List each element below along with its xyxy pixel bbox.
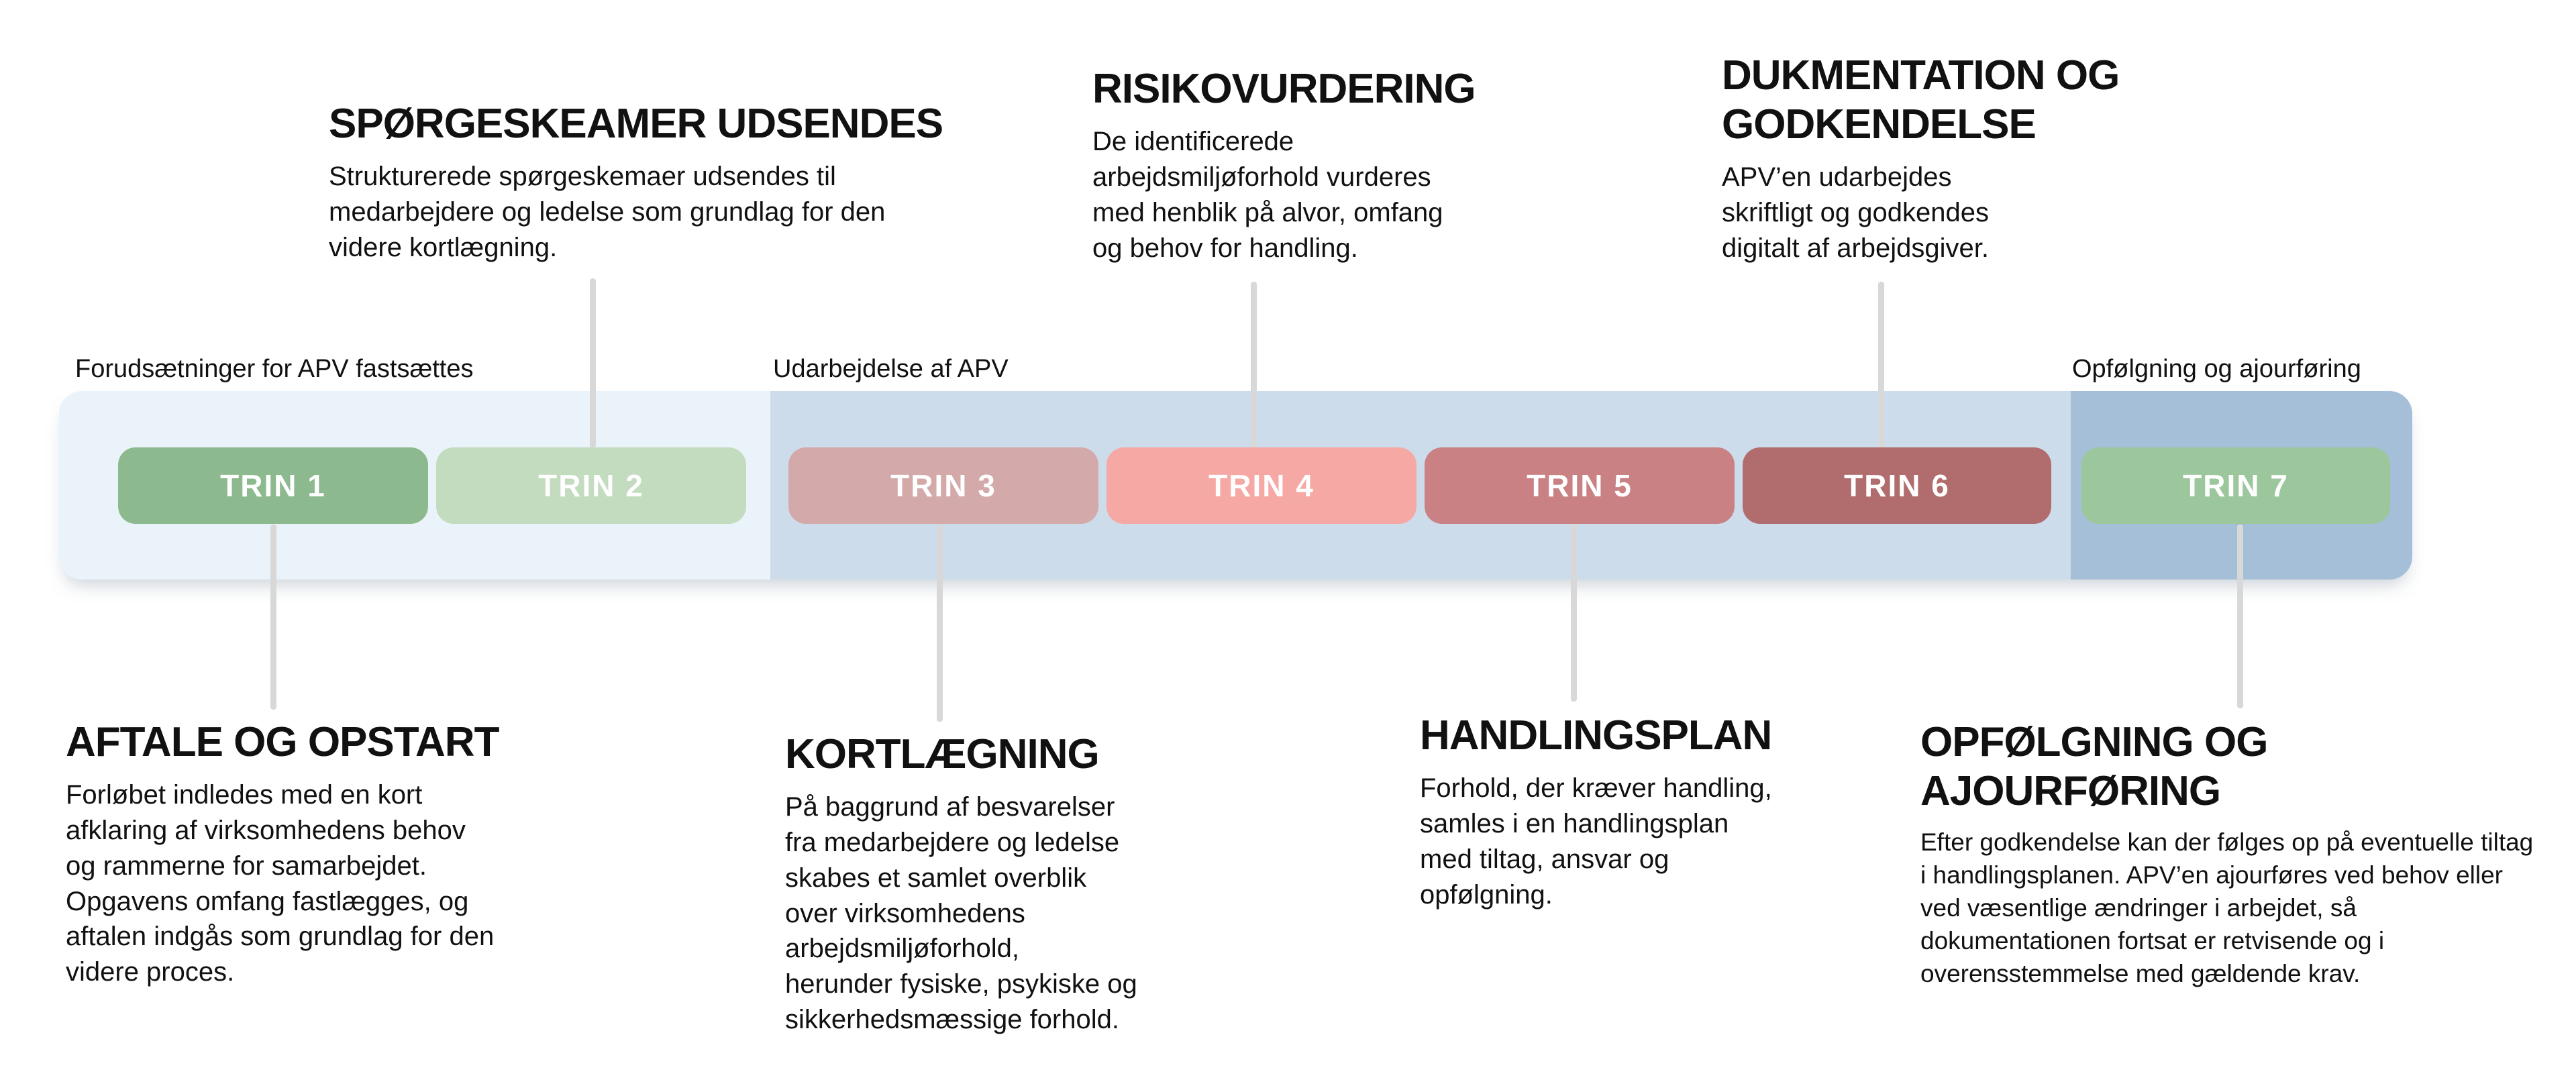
connector-trin-3-down: [937, 525, 943, 722]
note-spoergeskemaer-body: Strukturerede spørgeskemaer udsendes til…: [329, 162, 886, 262]
step-label-trin-3: TRIN 3: [890, 468, 996, 503]
note-dokumentation: DUKMENTATION OG GODKENDELSE APV’en udarb…: [1722, 51, 2120, 266]
step-pill-trin-1: TRIN 1: [118, 447, 428, 524]
connector-trin-1-down: [270, 525, 276, 710]
note-risikovurdering-body: De identificerede arbejdsmiljøforhold vu…: [1092, 127, 1443, 263]
note-kortlaegning: KORTLÆGNING På baggrund af besvarelser f…: [785, 730, 1137, 1038]
step-pill-trin-6: TRIN 6: [1743, 447, 2051, 524]
connector-trin-4-up: [1251, 282, 1257, 448]
note-aftale-og-opstart-body: Forløbet indledes med en kort afklaring …: [66, 780, 495, 987]
note-opfoelgning-og-ajourfoering-body: Efter godkendelse kan der følges op på e…: [1920, 828, 2534, 987]
note-dokumentation-title: DUKMENTATION OG GODKENDELSE: [1722, 52, 2120, 148]
connector-trin-5-down: [1571, 525, 1577, 702]
note-opfoelgning-og-ajourfoering-title: OPFØLGNING OG AJOURFØRING: [1920, 719, 2268, 815]
connector-trin-2-up: [590, 278, 596, 448]
note-aftale-og-opstart-title: AFTALE OG OPSTART: [66, 719, 499, 765]
phase-label-udarbejdelse: Udarbejdelse af APV: [773, 355, 1009, 383]
step-label-trin-4: TRIN 4: [1208, 468, 1315, 503]
step-label-trin-2: TRIN 2: [538, 468, 644, 503]
step-label-trin-1: TRIN 1: [220, 468, 326, 503]
note-kortlaegning-body: På baggrund af besvarelser fra medarbejd…: [785, 792, 1137, 1034]
step-label-trin-7: TRIN 7: [2183, 468, 2289, 503]
note-kortlaegning-title: KORTLÆGNING: [785, 731, 1100, 777]
note-opfoelgning-og-ajourfoering: OPFØLGNING OG AJOURFØRING Efter godkende…: [1920, 718, 2576, 990]
note-risikovurdering-title: RISIKOVURDERING: [1092, 66, 1476, 112]
step-pill-trin-5: TRIN 5: [1425, 447, 1735, 524]
phase-label-forudsaetninger: Forudsætninger for APV fastsættes: [75, 355, 474, 383]
note-spoergeskemaer-title: SPØRGESKEAMER UDSENDES: [329, 101, 943, 147]
note-handlingsplan-title: HANDLINGSPLAN: [1420, 712, 1772, 759]
note-dokumentation-body: APV’en udarbejdes skriftligt og godkende…: [1722, 162, 1990, 263]
note-aftale-og-opstart: AFTALE OG OPSTART Forløbet indledes med …: [66, 718, 499, 990]
step-pill-trin-4: TRIN 4: [1106, 447, 1416, 524]
step-pill-trin-7: TRIN 7: [2081, 447, 2390, 524]
phase-label-opfoelgning: Opfølgning og ajourføring: [2072, 355, 2361, 383]
step-label-trin-6: TRIN 6: [1844, 468, 1950, 503]
note-handlingsplan: HANDLINGSPLAN Forhold, der kræver handli…: [1420, 711, 1772, 912]
connector-trin-7-down: [2237, 525, 2243, 708]
step-label-trin-5: TRIN 5: [1527, 468, 1633, 503]
step-pill-trin-3: TRIN 3: [788, 447, 1098, 524]
note-risikovurdering: RISIKOVURDERING De identificerede arbejd…: [1092, 64, 1476, 266]
note-spoergeskemaer: SPØRGESKEAMER UDSENDES Strukturerede spø…: [329, 99, 943, 266]
note-handlingsplan-body: Forhold, der kræver handling, samles i e…: [1420, 773, 1772, 910]
step-pill-trin-2: TRIN 2: [436, 447, 746, 524]
connector-trin-6-up: [1878, 282, 1884, 448]
